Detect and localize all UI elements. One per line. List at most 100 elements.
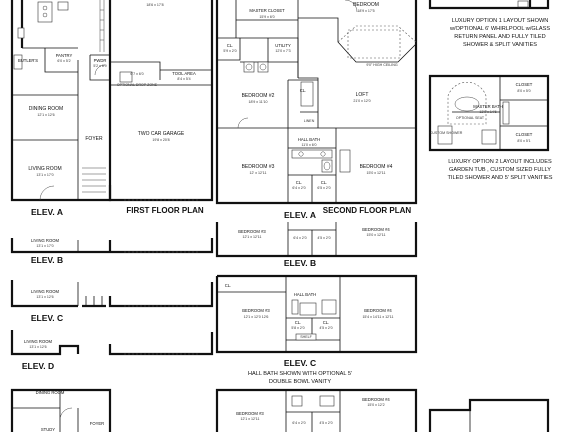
elev-c-cl-1-dim: 5'8 x 2'0 <box>291 326 304 330</box>
elev-c-bedroom-3-label: BEDROOM #3 <box>242 308 270 313</box>
elev-b-bedroom-3-label: BEDROOM #3 <box>238 229 266 234</box>
elev-d-cl-2-dim: 4'5 x 2'0 <box>319 421 332 425</box>
elev-b-living-dim: 13'1 x 17'0 <box>36 244 53 248</box>
closet-1-dim: 8'0 x 5'0 <box>517 89 530 93</box>
elev-c-second-label: ELEV. C <box>284 358 316 368</box>
second-floor-title: SECOND FLOOR PLAN <box>323 206 412 215</box>
second-floor-plan: BEDROOM 18'9 x 17'5 MASTER CLOSET 15'9 x… <box>215 0 418 220</box>
elev-a-first-label: ELEV. A <box>31 207 63 217</box>
luxury-option-2-line-3: TILED SHOWER AND 5' SPLIT VANITIES <box>448 175 553 181</box>
garage-label: TWO CAR GARAGE <box>138 131 185 137</box>
pantry-label: PANTRY <box>56 53 73 58</box>
elev-b-second: BEDROOM #3 12'1 x 12'11 6'4 x 2'0 4'5 x … <box>215 222 418 268</box>
elev-d-first-label: ELEV. D <box>22 361 54 371</box>
pantry-dim: 6'0 x 5'2 <box>57 59 70 63</box>
elev-c-living-label: LIVING ROOM <box>31 289 59 294</box>
elev-d-cl-1-dim: 6'4 x 2'0 <box>292 421 305 425</box>
elev-d-living-dim: 13'1 x 12'6 <box>29 345 46 349</box>
living-room-label: LIVING ROOM <box>28 166 61 172</box>
cl-4-dim: 6'5 x 2'0 <box>317 186 330 190</box>
elev-c-shelf-label: SHELF <box>300 335 312 339</box>
bedroom-3-dim: 12' x 12'11 <box>250 171 267 175</box>
elev-d-bedroom-3-dim: 12'1 x 12'11 <box>241 417 260 421</box>
bedroom-2-label: BEDROOM #2 <box>242 93 275 99</box>
living-room-dim: 13'1 x 17'0 <box>36 173 53 177</box>
ceiling-note: 9'0" HIGH CEILING <box>366 63 398 67</box>
elev-c-bedroom-4-dim: 15'4 x 14'11 x 12'11 <box>362 315 393 319</box>
master-bath-dim: 13'0 x 14'6 <box>479 110 496 114</box>
bedroom-top-dim: 18'9 x 17'5 <box>357 9 374 13</box>
elev-d-dining-label: DINING ROOM <box>36 390 65 395</box>
tool-area-label: TOOL AREA <box>172 71 196 76</box>
elev-b-cl-2-dim: 4'5 x 2'0 <box>317 236 330 240</box>
closet-2-dim: 8'0 x 5'1 <box>517 139 530 143</box>
drop-zone-label: OPTIONAL DROP ZONE <box>117 83 158 87</box>
utility-dim: 12'0 x 7'3 <box>275 49 290 53</box>
utility-label: UTILITY <box>275 43 291 48</box>
elev-d-study-label: STUDY <box>41 427 55 432</box>
cl-1-label: CL. <box>227 43 234 48</box>
foyer-label: FOYER <box>85 136 103 142</box>
first-top-dim: 18'6 x 17'8 <box>146 3 163 7</box>
linen-label: LINEN <box>304 119 315 123</box>
elev-c-note-line-1: HALL BATH SHOWN WITH OPTIONAL 5' <box>248 371 352 377</box>
cl-3-label: CL. <box>296 180 303 185</box>
bedroom-4-dim: 15'0 x 12'11 <box>367 171 386 175</box>
elev-b-first-label: ELEV. B <box>31 255 63 265</box>
elev-c-living-dim: 13'1 x 12'6 <box>36 295 53 299</box>
elev-d-bedroom-4-dim: 15'0 x 12'2 <box>367 403 384 407</box>
elev-c-first: LIVING ROOM 13'1 x 12'6 ELEV. C <box>10 280 214 323</box>
cl-3-dim: 6'4 x 2'0 <box>292 186 305 190</box>
elev-c-cl-label: CL. <box>225 283 232 288</box>
master-closet-dim: 15'9 x 6'0 <box>259 15 274 19</box>
elev-b-cl-1-dim: 6'4 x 2'0 <box>293 236 306 240</box>
elev-c-cl-2-dim: 4'5 x 2'0 <box>319 326 332 330</box>
elev-d-foyer-label: FOYER <box>90 421 104 426</box>
dining-room-label: DINING ROOM <box>29 106 63 112</box>
first-floor-title: FIRST FLOOR PLAN <box>126 206 204 215</box>
elev-b-second-label: ELEV. B <box>284 258 316 268</box>
hall-bath-dim: 11'0 x 6'0 <box>302 143 317 147</box>
bedroom-top-label: BEDROOM <box>353 2 379 8</box>
garage-dim: 19'8 x 20'8 <box>152 138 169 142</box>
loft-label: LOFT <box>356 92 369 98</box>
elev-c-hall-bath-label: HALL BATH <box>294 292 316 297</box>
cl-1-dim: 5'9 x 2'0 <box>223 49 236 53</box>
elev-c-bedroom-3-dim: 12'1 x 12'0 12'6 <box>244 315 269 319</box>
elev-d-first: LIVING ROOM 13'1 x 12'6 ELEV. D <box>10 330 214 371</box>
master-closet-label: MASTER CLOSET <box>249 8 285 13</box>
custom-shower-label: CUSTOM SHOWER <box>430 131 463 135</box>
luxury-option-1-line-4: SHOWER & SPLIT VANITIES <box>463 42 537 48</box>
elev-d-bedroom-4-label: BEDROOM #4 <box>362 397 390 402</box>
cl-4-label: CL. <box>321 180 328 185</box>
elev-b-first: LIVING ROOM 13'1 x 17'0 ELEV. B <box>10 238 214 265</box>
elev-a-second-label: ELEV. A <box>284 210 316 220</box>
elev-d-second: BEDROOM #3 12'1 x 12'11 6'4 x 2'0 4'5 x … <box>215 388 418 432</box>
elev-d-lower-first: DINING ROOM FOYER STUDY <box>10 388 112 432</box>
elev-c-cl-1-label: CL. <box>295 320 302 325</box>
master-bath-label: MASTER BATH <box>473 104 502 109</box>
cl-2-label: CL. <box>300 88 307 93</box>
bedroom-4-label: BEDROOM #4 <box>360 164 393 170</box>
optional-seat-label: OPTIONAL SEAT <box>456 116 485 120</box>
elev-c-first-label: ELEV. C <box>31 313 63 323</box>
drop-zone-dim: 6'7 x 6'0 <box>130 72 143 76</box>
bedroom-3-label: BEDROOM #3 <box>242 164 275 170</box>
luxury-option-1-line-2: w/OPTIONAL 6' WHIRLPOOL w/GLASS <box>449 26 550 32</box>
first-floor-plan: 18'6 x 17'8 BUTLER'S PANTRY 6'0 x 5'2 PW… <box>10 0 214 217</box>
luxury-option-2-line-1: LUXURY OPTION 2 LAYOUT INCLUDES <box>448 159 552 165</box>
elev-b-bedroom-3-dim: 12'1 x 12'11 <box>243 235 262 239</box>
elev-b-bedroom-4-label: BEDROOM #4 <box>362 227 390 232</box>
pwdr-dim: 5'2 x 6'9 <box>93 64 106 68</box>
luxury-option-2-line-2: GARDEN TUB , CUSTOM SIZED FULLY <box>449 167 551 173</box>
bedroom-2-dim: 18'9 x 11'10 <box>249 100 268 104</box>
elev-c-bedroom-4-label: BEDROOM #4 <box>364 308 392 313</box>
elev-b-living-label: LIVING ROOM <box>31 238 59 243</box>
luxury-options: LUXURY OPTION 1 LAYOUT SHOWN w/OPTIONAL … <box>428 0 553 181</box>
butlers-label: BUTLER'S <box>18 58 38 63</box>
elev-c-second: CL. HALL BATH BEDROOM #3 12'1 x 12'0 12'… <box>215 274 418 385</box>
loft-dim: 21'0 x 12'0 <box>353 99 370 103</box>
pwdr-label: PWDR <box>94 58 107 63</box>
elev-c-cl-2-label: CL. <box>323 320 330 325</box>
